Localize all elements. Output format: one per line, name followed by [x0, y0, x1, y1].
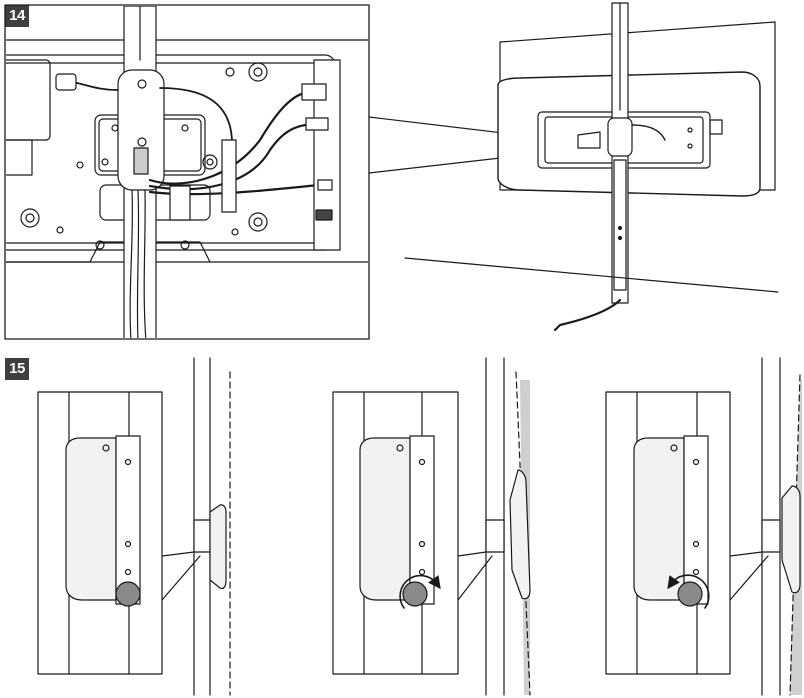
adjust-knob-left — [115, 581, 141, 607]
clamp-screw-bottom — [137, 137, 147, 147]
plate-cutout-left — [6, 59, 51, 141]
mount-bracket-left — [115, 435, 141, 605]
rotate-counterclockwise-arrow — [667, 574, 710, 609]
bracket-right — [761, 519, 781, 553]
tv-edge-center — [509, 469, 531, 600]
port-3 — [317, 179, 333, 191]
callout-left-bottom — [161, 555, 201, 601]
cable-holder — [169, 185, 191, 221]
screw-a — [102, 444, 110, 452]
screw-d — [124, 568, 132, 576]
cable-tie — [221, 139, 237, 213]
clamp-cable-slot — [133, 147, 149, 175]
overview-hole-2 — [687, 143, 693, 149]
callout-right-top — [729, 551, 763, 557]
screw-c — [418, 540, 426, 548]
cable-power — [159, 87, 233, 211]
mount-housing-left — [65, 437, 117, 601]
step-15-views — [37, 357, 802, 696]
overview-side-port — [709, 119, 723, 135]
adjust-view-right — [605, 357, 802, 696]
tv-edge-right — [781, 485, 801, 594]
screw-b — [124, 458, 132, 466]
overview-clamp — [607, 117, 633, 157]
step-14-overview — [404, 2, 779, 332]
screw-d — [418, 568, 426, 576]
mount-housing-right — [633, 437, 685, 601]
adjust-knob-center — [402, 581, 428, 607]
bracket-center — [485, 519, 505, 553]
pole-hole-2 — [617, 235, 623, 241]
mount-housing-center — [359, 437, 411, 601]
pole-hole — [617, 225, 623, 231]
callout-left-top — [161, 551, 195, 557]
cable-hdmi-1 — [148, 90, 310, 185]
mount-bracket-right — [683, 435, 709, 605]
adjust-knob-right — [677, 581, 703, 607]
plug-left — [55, 73, 77, 91]
screw-c — [692, 540, 700, 548]
step-14-badge: 14 — [5, 5, 29, 27]
screw-a — [670, 444, 678, 452]
callout-center-top — [457, 551, 487, 557]
screw-b — [692, 458, 700, 466]
overview-port — [577, 131, 601, 149]
callout-right-bottom — [729, 555, 769, 601]
adjust-view-center — [332, 357, 531, 696]
overview-cable — [631, 124, 666, 141]
pole-cable-1 — [129, 189, 134, 338]
floor-cable — [553, 298, 622, 332]
screw-a — [396, 444, 404, 452]
pole-cable-3 — [143, 189, 147, 338]
floor-line — [404, 257, 779, 293]
cable-clamp — [117, 69, 165, 191]
pole-cable-2 — [136, 189, 140, 338]
screw-b — [418, 458, 426, 466]
bracket-left — [193, 519, 211, 553]
rotate-clockwise-arrow — [399, 574, 441, 609]
screw-c — [124, 540, 132, 548]
port-1 — [301, 83, 327, 101]
port-4 — [315, 209, 333, 221]
detail-frame — [4, 4, 370, 340]
tv-edge-left — [209, 504, 227, 590]
adjust-view-left — [37, 357, 231, 696]
plate-slot — [6, 139, 33, 176]
tv-foot — [6, 241, 211, 263]
step-15-badge: 15 — [5, 358, 29, 380]
port-2 — [305, 117, 329, 131]
overview-pole-lower — [613, 159, 627, 291]
overview-hole-1 — [687, 127, 693, 133]
screw-d — [692, 568, 700, 576]
clamp-screw-top — [137, 79, 147, 89]
callout-center-bottom — [457, 555, 493, 601]
step-14-detail-view — [4, 4, 370, 340]
